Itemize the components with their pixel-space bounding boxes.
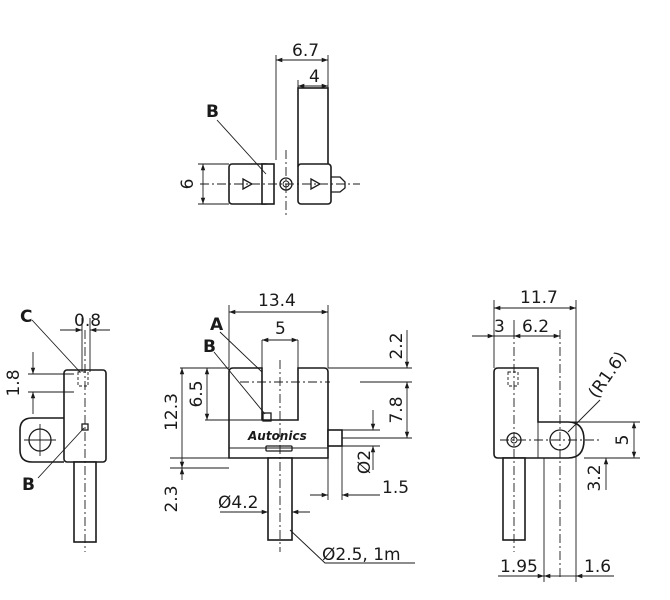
front-view-body [228, 367, 329, 459]
label-c: C [20, 307, 32, 327]
dim-front-slot: 5 [275, 319, 286, 339]
dim-mount-hole-offset: 3.2 [585, 464, 605, 491]
dim-top-right: 4 [309, 67, 320, 87]
brand-logo: Autonics [247, 429, 307, 443]
label-b-top: B [206, 102, 219, 122]
top-view-pin [331, 176, 346, 193]
dim-top-height: 6 [178, 179, 198, 190]
dim-mount-radius: (R1.6) [585, 348, 631, 402]
top-view-tab [297, 87, 329, 167]
dim-front-top: 2.2 [387, 332, 407, 359]
dim-front-pin-dia: Ø2 [355, 450, 375, 474]
dim-front-cable-dia: Ø4.2 [218, 493, 258, 513]
dim-front-pin-offset: 1.5 [382, 478, 409, 498]
front-view: Autonics [162, 291, 415, 565]
dim-mount-width: 11.7 [520, 288, 558, 308]
mount-view-body [493, 367, 585, 459]
dim-side-height: 1.8 [4, 369, 24, 396]
front-view-pin [327, 429, 343, 447]
label-b-side: B [22, 475, 35, 495]
side-view: 0.8 1.8 C B [4, 307, 110, 552]
dim-front-right-height: 7.8 [387, 396, 407, 423]
dim-mount-base-left: 1.95 [500, 557, 538, 577]
dim-front-width: 13.4 [258, 291, 296, 311]
mount-view: 11.7 3 6.2 (R1.6) 5 3.2 1.95 1.6 [472, 288, 640, 582]
label-b-front: B [203, 337, 216, 357]
label-a: A [210, 315, 224, 335]
dim-mount-left: 3 [494, 317, 505, 337]
dim-mount-hole-span: 5 [613, 435, 633, 446]
dim-front-base: 2.3 [162, 485, 182, 512]
dim-front-left-height: 6.5 [187, 380, 207, 407]
top-view: 6.7 4 6 B [178, 41, 360, 215]
dim-top-width: 6.7 [292, 41, 319, 61]
dim-front-body-height: 12.3 [162, 393, 182, 431]
dim-mount-mid: 6.2 [522, 317, 549, 337]
dim-front-cable: Ø2.5, 1m [322, 545, 401, 565]
dim-mount-base-right: 1.6 [584, 557, 611, 577]
dim-side-thickness: 0.8 [74, 311, 101, 331]
